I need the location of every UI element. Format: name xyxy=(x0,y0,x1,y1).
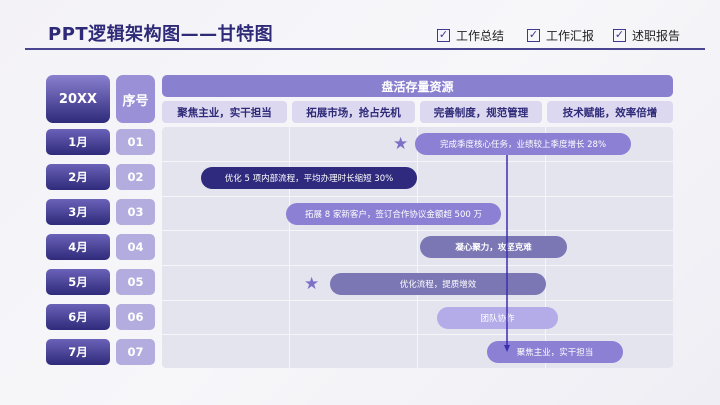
month-label: 4月 xyxy=(46,234,110,260)
star-icon: ★ xyxy=(393,134,409,154)
grid-line xyxy=(162,196,673,197)
gantt-bar[interactable]: 优化 5 项内部流程，平均办理时长缩短 30% xyxy=(201,167,417,189)
gantt-bar[interactable]: 团队协作 xyxy=(437,307,558,329)
month-label: 5月 xyxy=(46,269,110,295)
month-label: 3月 xyxy=(46,199,110,225)
gantt-bar[interactable]: 聚焦主业，实干担当 xyxy=(487,341,623,363)
page-title: PPT逻辑架构图——甘特图 xyxy=(48,24,274,45)
tag-label: 工作总结 xyxy=(456,29,505,43)
gantt-bar[interactable]: 拓展 8 家新客户，签订合作协议金额超 500 万 xyxy=(286,203,501,225)
tag-label: 工作汇报 xyxy=(546,29,595,43)
checkbox-checked-icon[interactable]: ✓ xyxy=(527,28,540,42)
column-header: 聚焦主业，实干担当 xyxy=(162,101,287,123)
grid-line xyxy=(417,127,418,368)
month-label: 7月 xyxy=(46,339,110,365)
banner-header: 盘活存量资源 xyxy=(162,75,673,97)
year-header: 20XX xyxy=(46,75,110,123)
month-label: 1月 xyxy=(46,129,110,155)
title-divider xyxy=(25,48,705,50)
checkbox-checked-icon[interactable]: ✓ xyxy=(613,28,626,42)
tag-label: 述职报告 xyxy=(632,29,681,43)
timeline-arrow xyxy=(504,155,510,352)
row-index: 06 xyxy=(116,304,155,330)
row-index: 07 xyxy=(116,339,155,365)
grid-line xyxy=(162,265,673,266)
grid-line xyxy=(162,161,673,162)
star-icon: ★ xyxy=(304,274,320,294)
row-index: 01 xyxy=(116,129,155,155)
grid-line xyxy=(162,300,673,301)
checkbox-checked-icon[interactable]: ✓ xyxy=(437,28,450,42)
column-header: 技术赋能，效率倍增 xyxy=(547,101,673,123)
column-header: 拓展市场，抢占先机 xyxy=(292,101,415,123)
tag-work-summary[interactable]: ✓ 工作总结 xyxy=(437,27,504,44)
gantt-bar[interactable]: 凝心聚力，攻坚克难 xyxy=(420,236,567,258)
row-index: 04 xyxy=(116,234,155,260)
grid-line xyxy=(289,127,290,368)
grid-line xyxy=(162,334,673,335)
column-header: 完善制度，规范管理 xyxy=(420,101,542,123)
tag-duty-report[interactable]: ✓ 述职报告 xyxy=(613,27,680,44)
gantt-bar[interactable]: 优化流程，提质增效 xyxy=(330,273,546,295)
row-index: 03 xyxy=(116,199,155,225)
gantt-bar[interactable]: 完成季度核心任务，业绩较上季度增长 28% xyxy=(415,133,631,155)
tag-work-report[interactable]: ✓ 工作汇报 xyxy=(527,27,594,44)
grid-line xyxy=(162,230,673,231)
row-index: 05 xyxy=(116,269,155,295)
row-index: 02 xyxy=(116,164,155,190)
month-label: 2月 xyxy=(46,164,110,190)
month-label: 6月 xyxy=(46,304,110,330)
seq-header: 序号 xyxy=(116,75,155,123)
